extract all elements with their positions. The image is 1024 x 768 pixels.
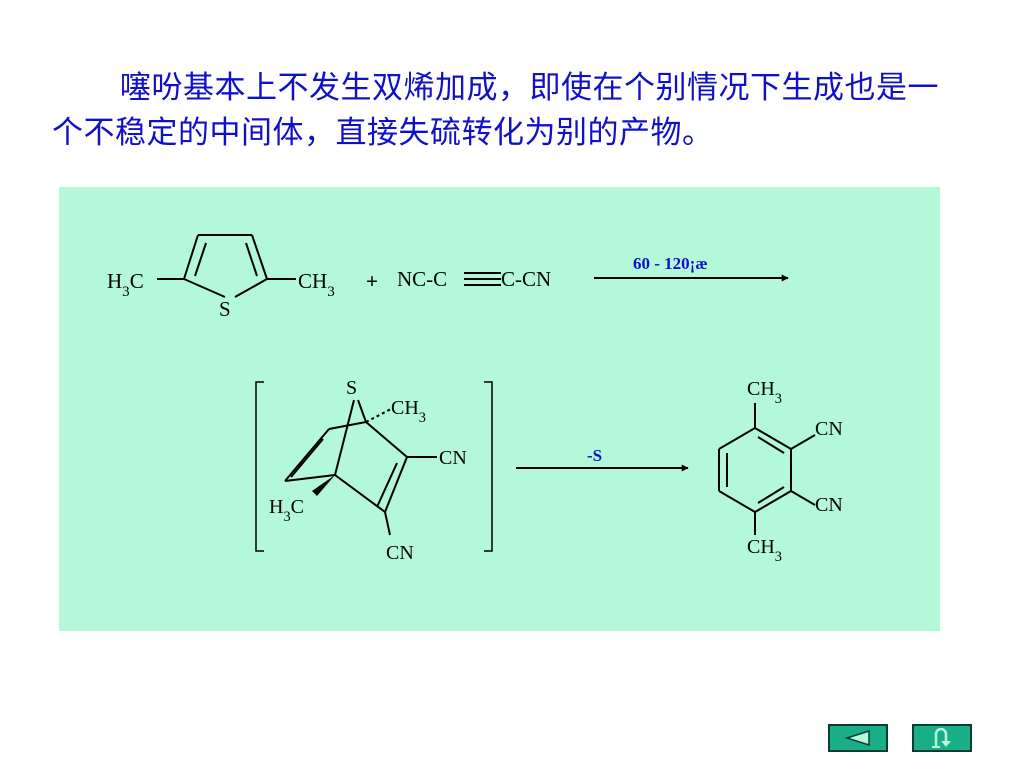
alkyne-right-label: C-CN: [501, 267, 551, 291]
plus-sign: +: [366, 269, 378, 293]
product-structure: [718, 403, 816, 535]
triple-bond: [464, 272, 501, 286]
product-nitrile-2: CN: [815, 494, 843, 516]
thiophene-methyl-right: CH3: [298, 269, 335, 300]
reaction-scheme-panel: H3C S CH3 + NC-C C-CN 60 - 120¡æ: [59, 187, 940, 631]
thiophene-structure: [157, 234, 296, 298]
return-button[interactable]: [912, 724, 972, 752]
alkyne-left-label: NC-C: [397, 267, 447, 291]
product-methyl-top: CH3: [747, 378, 782, 407]
intermediate-methyl-bottom: H3C: [269, 496, 304, 525]
intermediate-nitrile-bottom: CN: [386, 542, 414, 564]
intermediate-structure: [284, 399, 437, 536]
return-arrow-icon: [932, 728, 951, 748]
wedge-bond: [312, 475, 335, 496]
reaction-2-condition: -S: [587, 446, 602, 465]
product-nitrile-1: CN: [815, 418, 843, 440]
thiophene-sulfur: S: [219, 297, 231, 321]
intermediate-methyl-top: CH3: [391, 397, 426, 426]
product-methyl-bottom: CH3: [747, 536, 782, 565]
back-button[interactable]: [828, 724, 888, 752]
right-bracket: [484, 381, 493, 552]
intro-paragraph: 噻吩基本上不发生双烯加成，即使在个别情况下生成也是一个不稳定的中间体，直接失硫转…: [52, 70, 939, 151]
thiophene-methyl-left: H3C: [107, 269, 144, 300]
reaction-1-condition: 60 - 120¡æ: [633, 254, 708, 273]
left-bracket: [255, 381, 264, 552]
intermediate-sulfur: S: [346, 377, 357, 399]
reaction-scheme: H3C S CH3 + NC-C C-CN 60 - 120¡æ: [107, 234, 843, 565]
intermediate-nitrile-right: CN: [439, 447, 467, 469]
left-triangle-icon: [844, 729, 870, 747]
